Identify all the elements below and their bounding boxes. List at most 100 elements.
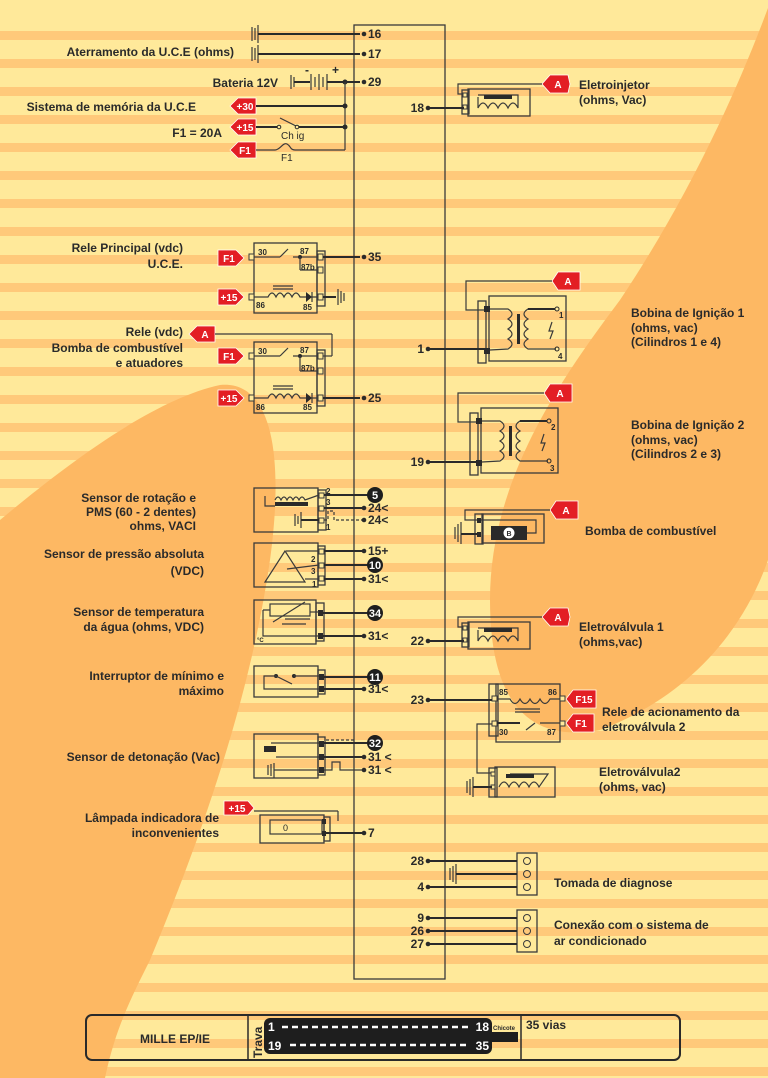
svg-text:87b: 87b: [301, 263, 315, 272]
svg-text:87: 87: [300, 346, 309, 355]
pump-relay: Rele (vdc) Bomba de combustível e atuado…: [52, 325, 360, 414]
ecu-pin-label: 23: [411, 693, 425, 707]
ac-connector[interactable]: Conexão com o sistema de ar condicionado: [428, 909, 709, 953]
ignition-switch-label: Ch ig: [281, 131, 304, 142]
tag-plus15: +15: [223, 800, 255, 816]
background-blob-left: [0, 384, 276, 1078]
fuse-rating-label: F1 = 20A: [172, 126, 222, 140]
injector-label: Eletroinjetor: [579, 78, 650, 92]
svg-text:F1: F1: [223, 352, 235, 363]
background-stripe: [0, 87, 768, 96]
background-blob-right: [490, 8, 768, 733]
ecu-pin-dot: [361, 576, 367, 582]
background-stripe: [0, 647, 768, 656]
battery-label: Bateria 12V: [213, 76, 278, 90]
svg-text:+15: +15: [237, 123, 254, 134]
ecu-pin-label: 31 <: [368, 763, 392, 777]
background-stripe: [0, 367, 768, 376]
background-stripe: [0, 675, 768, 684]
ecu-pin-dot: [361, 31, 367, 37]
ecu-pin-label: 25: [368, 391, 382, 405]
ecu-pin-label: 24<: [368, 501, 388, 515]
coil2-label: Bobina de Ignição 2: [631, 418, 745, 432]
background-stripe: [0, 591, 768, 600]
ecu-pin-badge: [367, 669, 383, 685]
background-stripe: [0, 115, 768, 124]
ignition-group: +15 Ch ig: [229, 117, 348, 142]
svg-text:A: A: [564, 277, 571, 288]
svg-text:3: 3: [550, 464, 555, 473]
background-stripe: [0, 563, 768, 572]
warning-lamp-label: Lâmpada indicadora de: [85, 811, 219, 825]
valve1-label-2: (ohms,vac): [579, 635, 642, 649]
pump-relay-label-3: e atuadores: [116, 356, 184, 370]
ecu-pin-label: 34: [369, 608, 382, 620]
background-stripe: [0, 899, 768, 908]
row2-end: 35: [476, 1039, 490, 1053]
ground-label: Aterramento da U.C.E (ohms): [67, 45, 234, 59]
background-stripe: [0, 451, 768, 460]
background-stripe: [0, 731, 768, 740]
ground-icon: [294, 512, 319, 528]
diode-icon: [306, 292, 312, 302]
ecu-pin-label: 5: [372, 490, 378, 502]
ecu-pins: 1617293525524<24<15+1031<3431<1131<3231 …: [361, 27, 431, 951]
valve-relay: 85 86 30 87 F15 F1 Rele de acionamento d…: [428, 683, 740, 774]
memory-label: Sistema de memória da U.C.E: [27, 100, 196, 114]
svg-text:86: 86: [256, 301, 265, 310]
tag-plus15: +15: [217, 288, 245, 306]
background-stripe: [0, 955, 768, 964]
coil-primary-icon: [481, 420, 505, 463]
valve-relay-label: Rele de acionamento da: [602, 705, 740, 719]
ecu-pin-label: 28: [411, 854, 425, 868]
pump-relay-label-2: Bomba de combustível: [52, 341, 183, 355]
map-sensor: Sensor de pressão absoluta (VDC) 2 3 1: [44, 542, 375, 589]
solenoid-valve-1: A Eletroválvula 1 (ohms,vac): [428, 607, 664, 650]
ecu-pin-label: 10: [369, 560, 381, 572]
ground-icon: [466, 777, 492, 797]
ground-icon: [449, 864, 473, 884]
background-stripe: [0, 815, 768, 824]
svg-text:A: A: [554, 613, 561, 624]
svg-text:1: 1: [312, 580, 317, 589]
tag-plus15: +15: [217, 389, 245, 407]
solenoid-valve-2: Eletroválvula2 (ohms, vac): [466, 765, 681, 798]
background-stripe: [0, 759, 768, 768]
ecu-pin-label: 11: [369, 672, 381, 684]
throttle-switch-label-2: máximo: [179, 684, 224, 698]
svg-text:F1: F1: [223, 254, 235, 265]
tag-a: A: [541, 607, 571, 627]
coil1-label-2: (ohms, vac): [631, 321, 698, 335]
svg-text:+15: +15: [221, 293, 238, 304]
solenoid-coil-icon: [477, 94, 519, 110]
harness-label: Chicote: [493, 1026, 516, 1032]
throttle-switch: Interruptor de mínimo e máximo: [89, 665, 375, 698]
background-stripe: [0, 1067, 768, 1076]
svg-text:2: 2: [311, 555, 316, 564]
ecu-pin-dot: [361, 79, 367, 85]
warning-lamp: Lâmpada indicadora de inconvenientes +15…: [85, 800, 364, 844]
valve-relay-label-2: eletroválvula 2: [602, 720, 686, 734]
svg-text:86: 86: [256, 403, 265, 412]
svg-text:3: 3: [326, 498, 331, 507]
ac-label: Conexão com o sistema de: [554, 918, 709, 932]
background-stripe: [0, 703, 768, 712]
svg-text:85: 85: [499, 688, 508, 697]
lamp-glyph: 0: [283, 823, 288, 833]
ecu-pin-dot: [361, 51, 367, 57]
ecu-pin-dot: [425, 459, 431, 465]
ecu-pin-label: 19: [411, 455, 425, 469]
knock-sensor: Sensor de detonação (Vac): [67, 733, 375, 779]
ecu-pin-dot: [425, 915, 431, 921]
coil1-label: Bobina de Ignição 1: [631, 306, 745, 320]
diagnostic-socket[interactable]: Tomada de diagnose: [428, 852, 673, 896]
tag-a: A: [541, 74, 571, 94]
svg-text:A: A: [556, 389, 563, 400]
rpm-sensor: Sensor de rotação e PMS (60 - 2 dentes) …: [81, 487, 375, 533]
background-stripe: [0, 311, 768, 320]
ecu-pin-badge: [367, 735, 383, 751]
ecu-connector-legend: MILLE EP/IE Trava 1 18 19 35 Chicote 35 …: [85, 1014, 681, 1061]
background-stripe: [0, 395, 768, 404]
pump-motor-glyph: B: [506, 531, 511, 538]
